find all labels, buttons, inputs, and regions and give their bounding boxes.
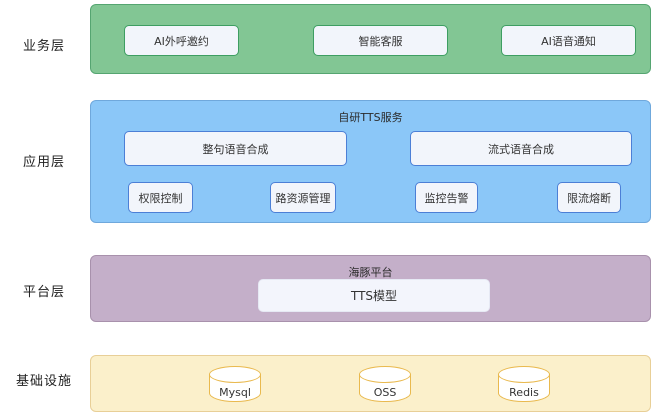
- node-intelligent-customer-service: 智能客服: [313, 25, 448, 56]
- node-tts-model: TTS模型: [258, 279, 490, 312]
- node-ai-outbound-invite: AI外呼邀约: [124, 25, 239, 56]
- layer-label-infrastructure: 基础设施: [15, 374, 72, 389]
- node-rate-limit-circuit-break: 限流熔断: [557, 182, 621, 213]
- cylinder-top: [209, 366, 261, 383]
- node-permission-control: 权限控制: [128, 182, 193, 213]
- layer-label-business: 业务层: [22, 39, 65, 54]
- cylinder-label-redis: Redis: [509, 386, 539, 399]
- node-streaming-tts: 流式语音合成: [410, 131, 632, 166]
- cylinder-top: [498, 366, 550, 383]
- database-cylinder-icon-mysql: Mysql: [209, 366, 261, 408]
- node-ai-voice-notification: AI语音通知: [501, 25, 636, 56]
- cylinder-label-oss: OSS: [373, 386, 397, 399]
- database-cylinder-icon-redis: Redis: [498, 366, 550, 408]
- layer-business: AI外呼邀约 智能客服 AI语音通知: [90, 4, 651, 74]
- layer-platform: 海豚平台 TTS模型: [90, 255, 651, 322]
- node-full-sentence-tts: 整句语音合成: [124, 131, 347, 166]
- layer-infrastructure: Mysql OSS Redis: [90, 355, 651, 412]
- layer-label-platform: 平台层: [22, 285, 65, 300]
- layer-label-application: 应用层: [22, 155, 65, 170]
- node-route-resource-management: 路资源管理: [270, 182, 336, 213]
- layer-application: 自研TTS服务 整句语音合成 流式语音合成 权限控制 路资源管理 监控告警 限流…: [90, 100, 651, 223]
- platform-layer-title: 海豚平台: [348, 266, 393, 279]
- application-layer-title: 自研TTS服务: [338, 111, 403, 124]
- database-cylinder-icon-oss: OSS: [359, 366, 411, 408]
- node-monitoring-alerting: 监控告警: [415, 182, 478, 213]
- cylinder-top: [359, 366, 411, 383]
- cylinder-label-mysql: Mysql: [219, 386, 251, 399]
